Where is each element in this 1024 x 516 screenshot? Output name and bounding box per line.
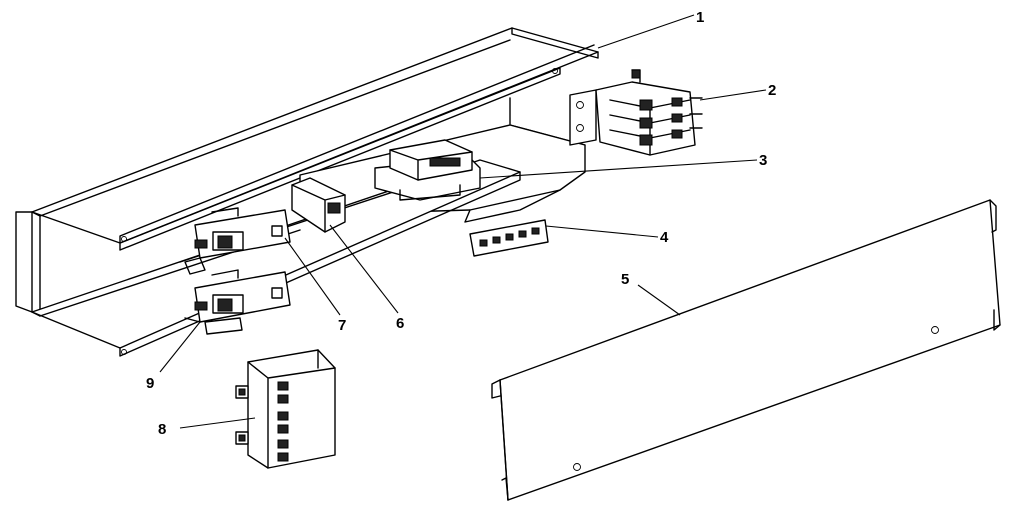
leader-8	[179, 417, 256, 429]
lower-switch-plate	[184, 269, 291, 335]
leader-lines	[159, 14, 767, 429]
contactor-assembly	[569, 69, 703, 156]
leader-5	[637, 284, 681, 316]
callout-labels: 1 2 3 4 5 6 7 8 9	[146, 9, 776, 438]
leader-3	[479, 159, 758, 179]
callout-8: 8	[158, 421, 166, 438]
callout-4: 4	[660, 229, 669, 246]
callout-3: 3	[759, 152, 767, 169]
relay	[291, 177, 346, 233]
leader-4	[545, 225, 659, 238]
callout-6: 6	[396, 315, 404, 332]
upper-switch-plate	[184, 207, 291, 275]
callout-2: 2	[768, 82, 776, 99]
terminal-strip	[469, 219, 549, 257]
terminal-block	[235, 349, 336, 469]
leader-9	[159, 321, 201, 373]
leader-1	[597, 14, 695, 49]
callout-5: 5	[621, 271, 629, 288]
leader-6	[329, 224, 399, 314]
transformer	[374, 139, 481, 201]
callout-1: 1	[696, 9, 704, 26]
leader-7	[284, 237, 341, 316]
leader-2	[699, 89, 767, 101]
front-cover-panel	[491, 199, 1001, 501]
callout-7: 7	[338, 317, 346, 334]
callout-9: 9	[146, 375, 154, 392]
